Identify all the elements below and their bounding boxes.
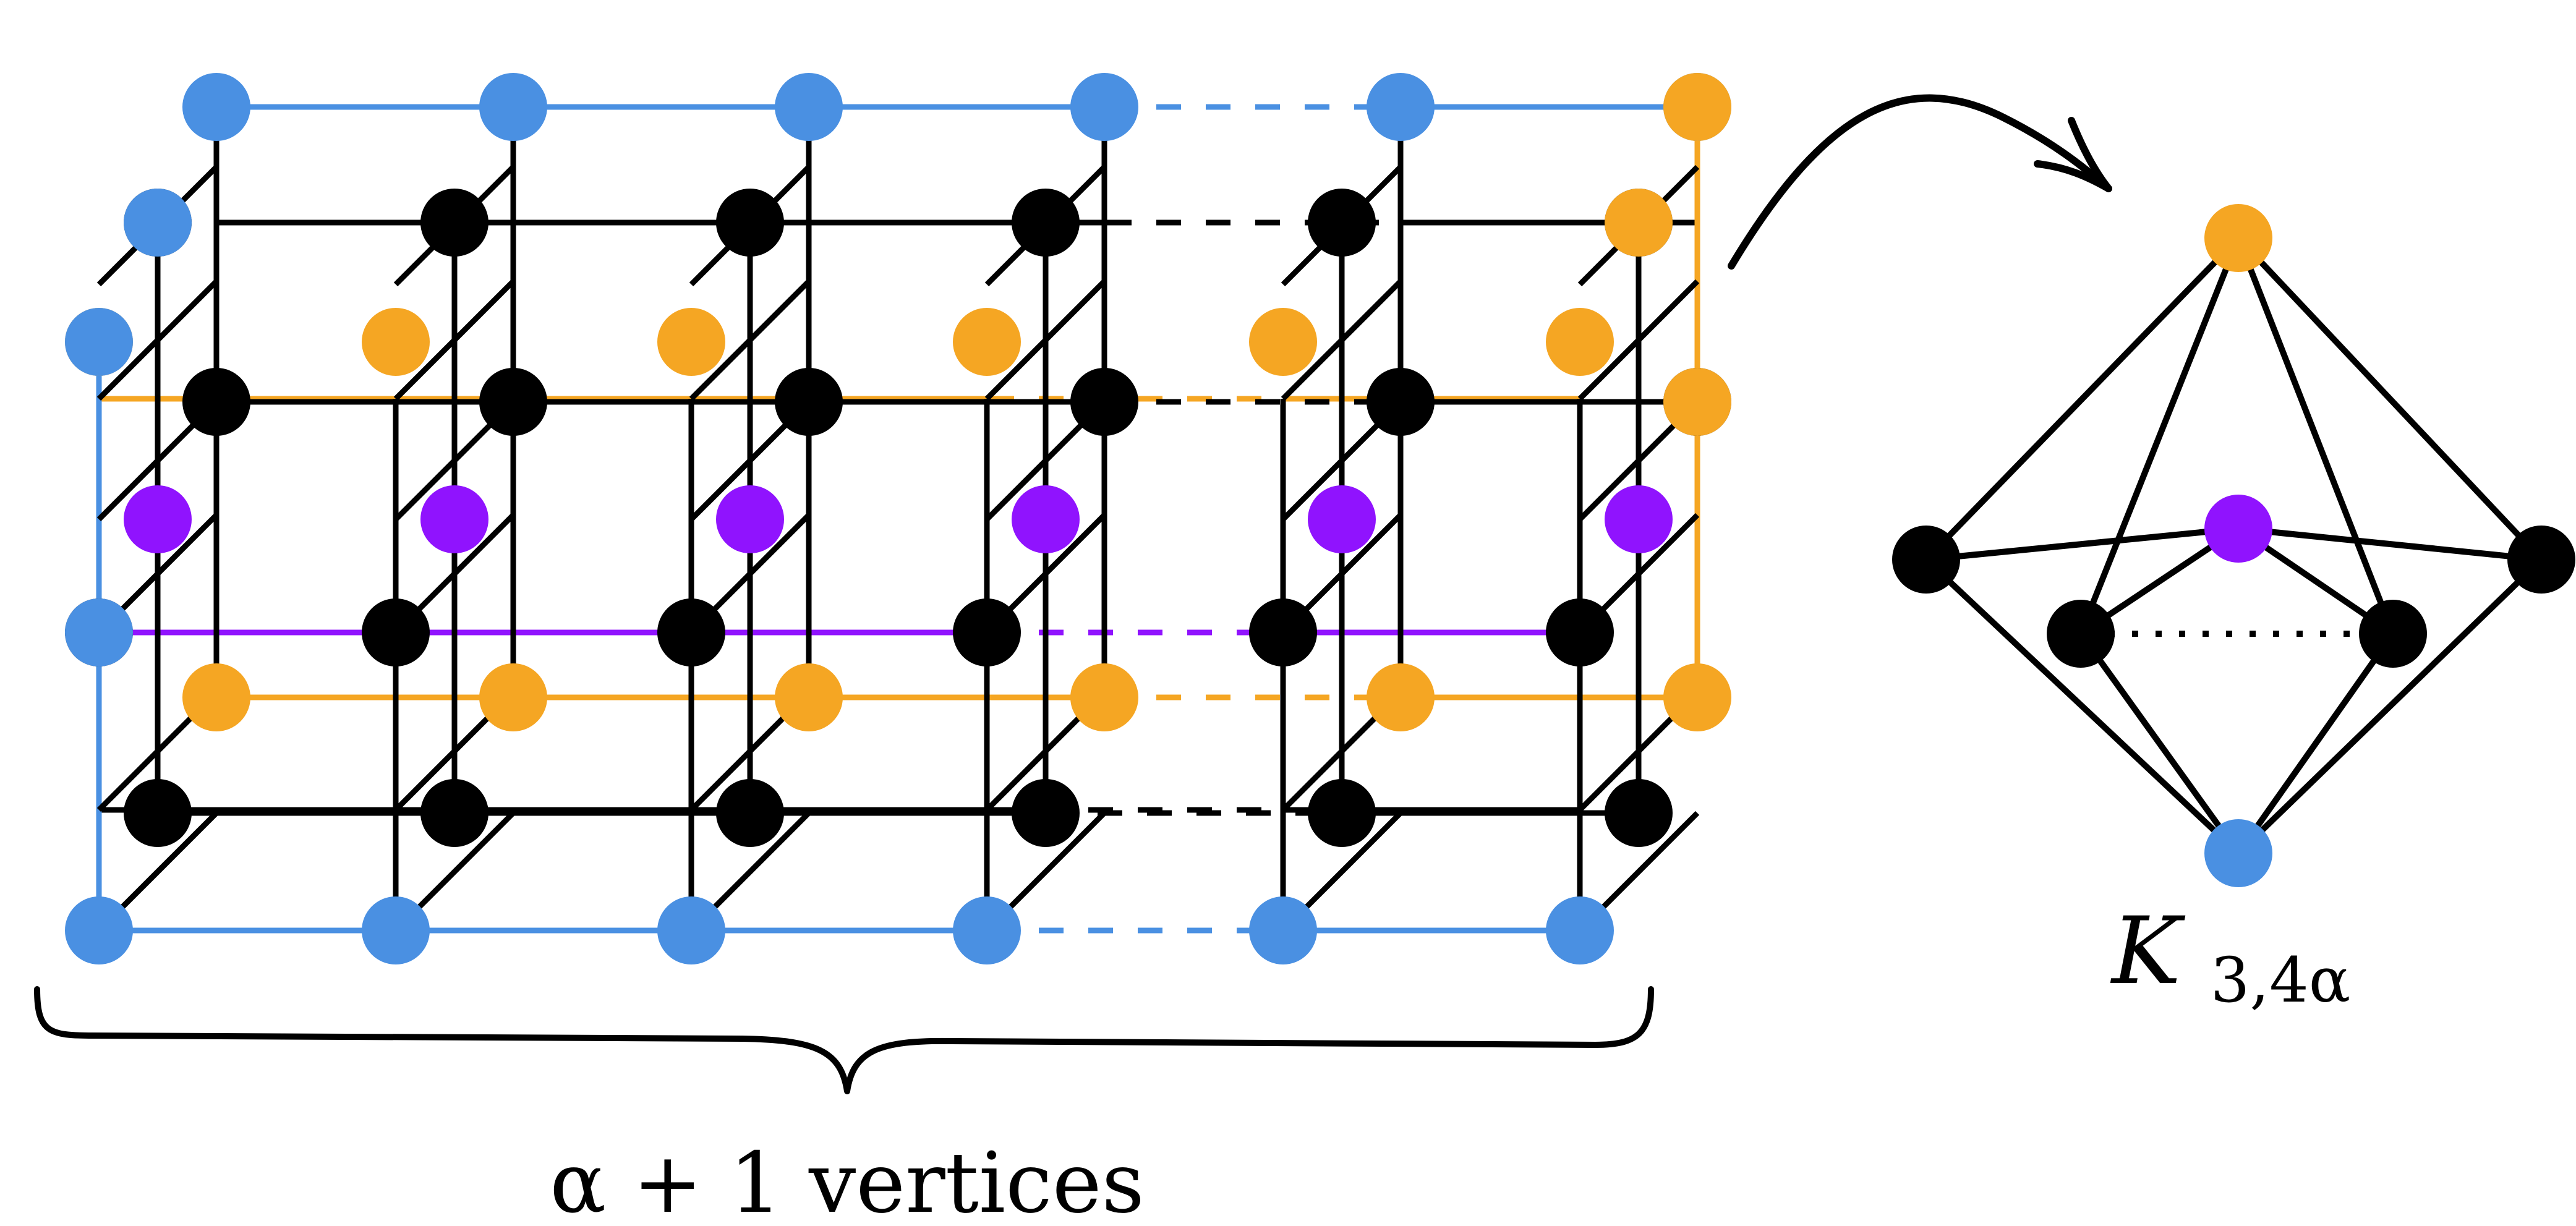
graph-name-subscript: 3,4α	[2211, 944, 2351, 1016]
arrow-head	[2034, 117, 2112, 192]
depth-edge	[96, 279, 219, 401]
vertex-black	[1012, 189, 1080, 257]
vertex-orange	[775, 663, 843, 731]
vertex-orange	[657, 308, 725, 376]
vertex-orange	[1367, 663, 1435, 731]
vertex-black	[479, 368, 547, 436]
vertex-black	[716, 779, 784, 847]
vertex-black	[1308, 779, 1376, 847]
vertex-blue	[1546, 896, 1614, 964]
vertex-black	[362, 598, 430, 666]
k-vertex-black	[1892, 526, 1960, 594]
k-edge	[2236, 557, 2544, 856]
k-edge	[2235, 632, 2396, 855]
k-edge	[2078, 237, 2241, 635]
vertex-black	[716, 189, 784, 257]
grid-structure	[65, 73, 1731, 964]
vertex-black	[953, 598, 1021, 666]
vertex-orange	[1070, 663, 1138, 731]
vertex-black	[182, 368, 250, 436]
vertex-purple	[716, 485, 784, 553]
curly-brace-icon	[34, 986, 1654, 1094]
k-edge	[1924, 557, 2241, 856]
depth-edge	[1281, 279, 1403, 401]
vertex-blue	[65, 598, 133, 666]
k-edge	[2238, 526, 2542, 563]
depth-edge	[689, 279, 811, 401]
vertex-black	[420, 779, 488, 847]
vertex-orange	[1663, 73, 1731, 141]
vertex-blue	[65, 308, 133, 376]
vertex-orange	[479, 663, 547, 731]
vertex-blue	[182, 73, 250, 141]
depth-edge	[1577, 279, 1700, 401]
vertex-black	[1546, 598, 1614, 666]
k-vertex-blue	[2204, 819, 2272, 887]
vertex-orange	[953, 308, 1021, 376]
vertex-purple	[124, 485, 192, 553]
k-vertex-purple	[2204, 495, 2272, 563]
vertex-blue	[479, 73, 547, 141]
vertex-blue	[657, 896, 725, 964]
vertex-orange	[1249, 308, 1317, 376]
k-edge	[2235, 237, 2396, 635]
vertex-purple	[1308, 485, 1376, 553]
vertex-black	[1605, 779, 1673, 847]
vertex-blue	[1070, 73, 1138, 141]
brace-caption: α + 1 vertices	[550, 1134, 1145, 1226]
vertex-orange	[182, 663, 250, 731]
k-edge	[1924, 236, 2241, 562]
k-edge	[2236, 236, 2544, 562]
k-edge	[2078, 632, 2241, 855]
vertex-orange	[1546, 308, 1614, 376]
vertex-purple	[1012, 485, 1080, 553]
vertex-black	[657, 598, 725, 666]
k-vertex-black	[2359, 600, 2427, 668]
vertex-black	[1012, 779, 1080, 847]
vertex-blue	[953, 896, 1021, 964]
k-vertex-black	[2047, 600, 2115, 668]
depth-edge	[393, 279, 516, 401]
vertex-orange	[362, 308, 430, 376]
vertex-black	[1367, 368, 1435, 436]
vertex-black	[1308, 189, 1376, 257]
curved-arrow-icon	[1728, 94, 2112, 270]
vertex-blue	[1249, 896, 1317, 964]
vertex-black	[124, 779, 192, 847]
vertex-blue	[362, 896, 430, 964]
depth-edge	[984, 279, 1107, 401]
k-vertex-black	[2507, 526, 2575, 594]
vertex-orange	[1605, 189, 1673, 257]
vertex-black	[420, 189, 488, 257]
vertex-black	[1070, 368, 1138, 436]
k-edge	[1926, 526, 2239, 563]
vertex-blue	[775, 73, 843, 141]
vertex-blue	[124, 189, 192, 257]
vertex-blue	[65, 896, 133, 964]
vertex-orange	[1663, 368, 1731, 436]
graph-name-label: K 3,4α	[2110, 898, 2350, 1016]
vertex-black	[1249, 598, 1317, 666]
vertex-purple	[1605, 485, 1673, 553]
graph-name-main: K	[2110, 898, 2186, 1005]
vertex-orange	[1663, 663, 1731, 731]
k-graph	[1892, 204, 2575, 887]
vertex-purple	[420, 485, 488, 553]
vertex-blue	[1367, 73, 1435, 141]
vertex-black	[775, 368, 843, 436]
k-vertex-orange	[2204, 204, 2272, 272]
